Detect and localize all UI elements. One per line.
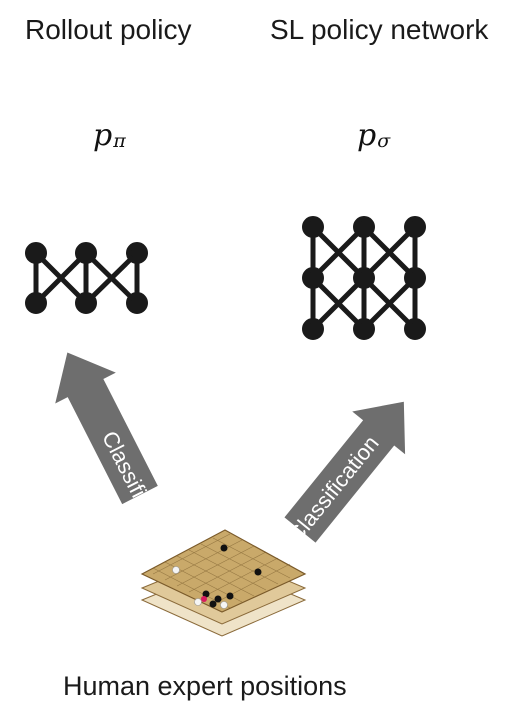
rollout-symbol-subscript: π	[113, 130, 126, 152]
rollout-policy-symbol: pπ	[93, 118, 126, 153]
network-node	[25, 292, 47, 314]
network-node	[404, 267, 426, 289]
black-stone	[202, 590, 210, 598]
network-node	[75, 292, 97, 314]
right-arrow-label: Classification	[283, 431, 384, 547]
sl-policy-network	[302, 216, 426, 340]
network-edge	[362, 225, 417, 280]
rollout-symbol-base: p	[93, 118, 113, 153]
white-stone	[220, 601, 228, 609]
grid-line	[188, 551, 267, 593]
grid-line	[212, 537, 291, 579]
white-stone	[172, 566, 180, 574]
right-arrow-shape	[284, 401, 406, 543]
left-classification-arrow	[55, 352, 158, 505]
grid-line	[176, 545, 255, 587]
grid-line	[212, 563, 291, 605]
sl-symbol-base: p	[357, 118, 377, 153]
grid-line	[152, 533, 231, 575]
network-node	[302, 267, 324, 289]
sl-policy-network-title: SL policy network	[270, 14, 489, 45]
network-edge	[34, 251, 88, 305]
network-edge	[311, 276, 366, 331]
right-classification-arrow	[284, 401, 406, 543]
network-edge	[84, 251, 139, 305]
black-stone	[214, 595, 222, 603]
rollout-policy-title: Rollout policy	[25, 14, 192, 45]
network-node	[302, 318, 324, 340]
network-edge	[311, 225, 366, 280]
black-stone	[226, 592, 234, 600]
network-node	[75, 242, 97, 264]
left-arrow-label: Classification	[97, 427, 178, 554]
black-stone	[254, 568, 262, 576]
grid-line	[200, 557, 279, 599]
black-stone	[209, 600, 217, 608]
rollout-network	[25, 242, 148, 314]
left-arrow-shape	[55, 352, 158, 505]
network-node	[25, 242, 47, 264]
sl-symbol-subscript: σ	[377, 130, 391, 152]
human-expert-positions-label: Human expert positions	[63, 671, 347, 701]
network-node	[353, 267, 375, 289]
white-stone	[194, 598, 202, 606]
network-node	[404, 216, 426, 238]
grid-line	[164, 539, 243, 581]
grid-line	[200, 543, 279, 585]
network-node	[126, 292, 148, 314]
network-node	[404, 318, 426, 340]
highlighted-stone	[201, 596, 207, 602]
go-board-stack	[140, 529, 307, 637]
network-node	[302, 216, 324, 238]
black-stone	[220, 544, 228, 552]
network-node	[353, 216, 375, 238]
network-edge	[362, 276, 417, 331]
sl-policy-symbol: pσ	[357, 118, 390, 153]
network-node	[126, 242, 148, 264]
network-node	[353, 318, 375, 340]
